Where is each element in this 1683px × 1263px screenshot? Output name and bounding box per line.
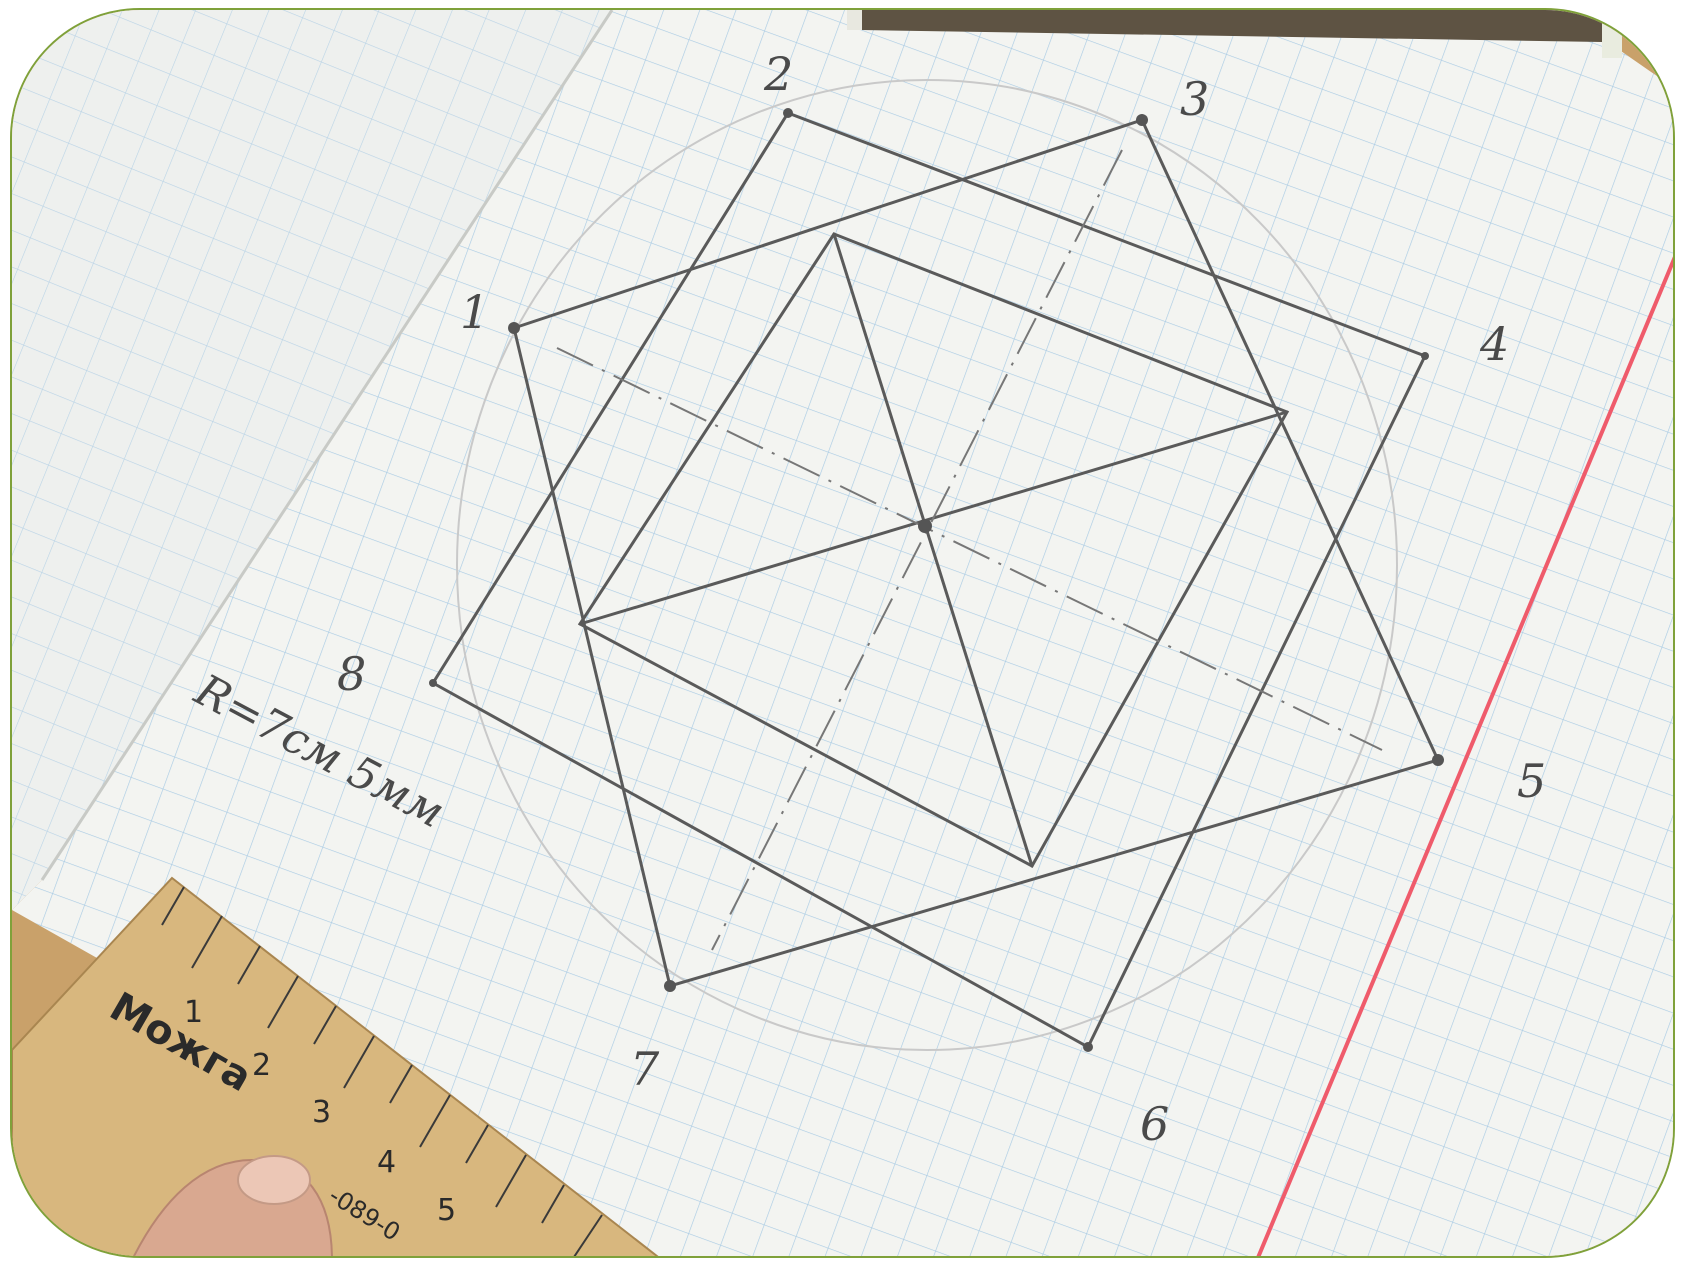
- ruler: 1 2 3 4 5 Можга -089-0: [12, 876, 659, 1256]
- vertex-label-5: 5: [1517, 754, 1546, 808]
- vertex-label-8: 8: [337, 647, 366, 701]
- notebook-photo: 1 2 3 4 5 6 7 8 R=7см 5мм: [12, 10, 1673, 1256]
- page-fold: [40, 10, 614, 881]
- vertex-label-4: 4: [1479, 317, 1509, 371]
- thumb: [132, 1155, 333, 1256]
- vertex-label-3: 3: [1180, 72, 1209, 126]
- photo-frame: 1 2 3 4 5 6 7 8 R=7см 5мм: [10, 8, 1675, 1258]
- diagonal-a: [832, 232, 1034, 868]
- ruler-tick-4: 4: [377, 1145, 396, 1180]
- construction-circle: [456, 79, 1398, 1051]
- vertex-label-6: 6: [1140, 1097, 1169, 1151]
- vertex-label-2: 2: [763, 47, 793, 101]
- vertex-dots: [429, 108, 1444, 1052]
- margin-line: [1256, 256, 1673, 1256]
- vertex-label-7: 7: [630, 1042, 660, 1096]
- ruler-tick-5: 5: [437, 1193, 456, 1228]
- ruler-tick-3: 3: [312, 1095, 331, 1130]
- ruler-tick-1: 1: [184, 995, 203, 1030]
- centre-lines: [556, 149, 1383, 951]
- dark-strip: [862, 10, 1602, 42]
- vertex-label-1: 1: [460, 285, 489, 339]
- ruler-tick-2: 2: [252, 1048, 271, 1083]
